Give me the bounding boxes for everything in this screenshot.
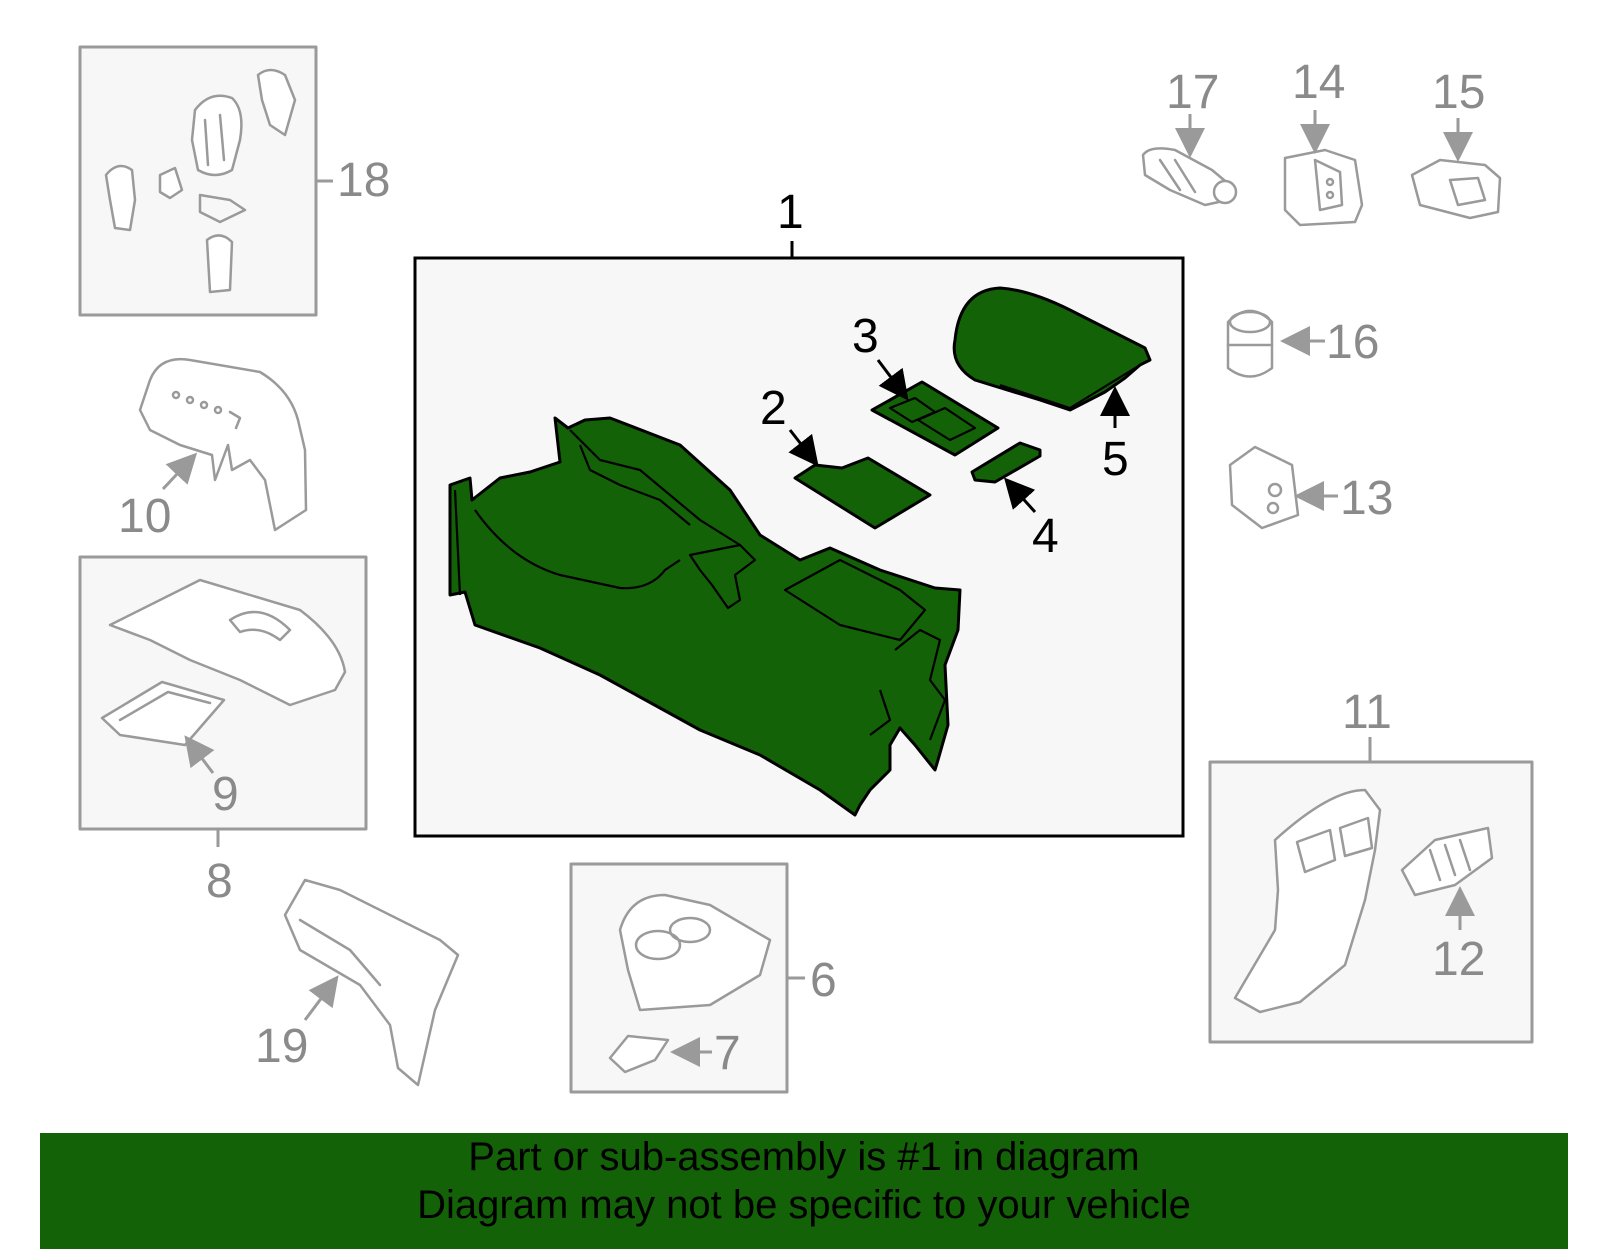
part-5-armrest-lid-shape (952, 286, 1152, 412)
callout-17[interactable]: 17 (1166, 66, 1219, 119)
part-15-switch[interactable] (1410, 158, 1502, 220)
callout-6[interactable]: 6 (810, 954, 837, 1007)
callout-15[interactable]: 15 (1432, 66, 1485, 119)
knob-shaft-shape (205, 234, 234, 294)
part-12-vent-shape (1400, 826, 1494, 897)
part-17-lighter[interactable] (1141, 147, 1238, 207)
callout-7[interactable]: 7 (714, 1027, 741, 1080)
callout-18[interactable]: 18 (337, 154, 390, 207)
side-panel-shape (283, 878, 460, 1087)
shift-knob-shape (190, 94, 243, 177)
arrow-9 (184, 735, 215, 774)
notice-banner: Part or sub-assembly is #1 in diagram Di… (40, 1133, 1568, 1249)
arrow-3 (876, 359, 909, 401)
part-4-latch-shape (970, 441, 1042, 484)
callout-4[interactable]: 4 (1032, 510, 1059, 563)
arrow-10 (161, 452, 198, 491)
banner-line-2: Diagram may not be specific to your vehi… (417, 1183, 1191, 1227)
callout-14[interactable]: 14 (1292, 56, 1345, 109)
callout-2[interactable]: 2 (760, 382, 787, 435)
callout-10[interactable]: 10 (118, 490, 171, 543)
part-11-front-bezel-assembly[interactable] (1208, 737, 1534, 1044)
part-7-insert-shape (608, 1034, 670, 1074)
cup-holder-shape (618, 893, 772, 1012)
switch-14-shape (1283, 148, 1364, 227)
knob-cover-shape (256, 68, 297, 137)
callout-11[interactable]: 11 (1342, 686, 1392, 739)
banner-line-1: Part or sub-assembly is #1 in diagram (468, 1135, 1140, 1179)
knob-small-shape (104, 164, 137, 232)
arrow-2 (788, 429, 819, 467)
console-body-shape (448, 416, 962, 817)
part-8-shifter-trim-assembly[interactable] (78, 555, 368, 847)
part-13-aux-port[interactable] (1228, 445, 1300, 530)
part-16-power-outlet[interactable] (1226, 309, 1274, 378)
trim-plate-shape (108, 578, 347, 707)
arrow-19 (303, 975, 339, 1021)
callout-5[interactable]: 5 (1102, 433, 1129, 486)
part-6-cup-holder-assembly[interactable] (569, 862, 805, 1094)
callout-8[interactable]: 8 (206, 855, 233, 908)
part-19-side-panel[interactable] (283, 878, 460, 1087)
callout-1[interactable]: 1 (777, 186, 804, 239)
arrow-4 (1003, 477, 1037, 514)
switch-15-shape (1410, 158, 1502, 220)
callout-9[interactable]: 9 (212, 768, 239, 821)
bezel-shape (138, 357, 308, 532)
part-10-shifter-bezel[interactable] (138, 357, 308, 532)
callout-12[interactable]: 12 (1432, 933, 1485, 986)
part-14-switch[interactable] (1283, 148, 1364, 227)
callout-19[interactable]: 19 (255, 1020, 308, 1073)
part-18-shift-knob-kit[interactable] (78, 45, 333, 317)
part-1-console-assembly[interactable] (413, 241, 1185, 838)
callout-16[interactable]: 16 (1326, 316, 1379, 369)
callout-3[interactable]: 3 (852, 310, 879, 363)
aux-port-shape (1228, 445, 1300, 530)
callout-13[interactable]: 13 (1340, 472, 1393, 525)
